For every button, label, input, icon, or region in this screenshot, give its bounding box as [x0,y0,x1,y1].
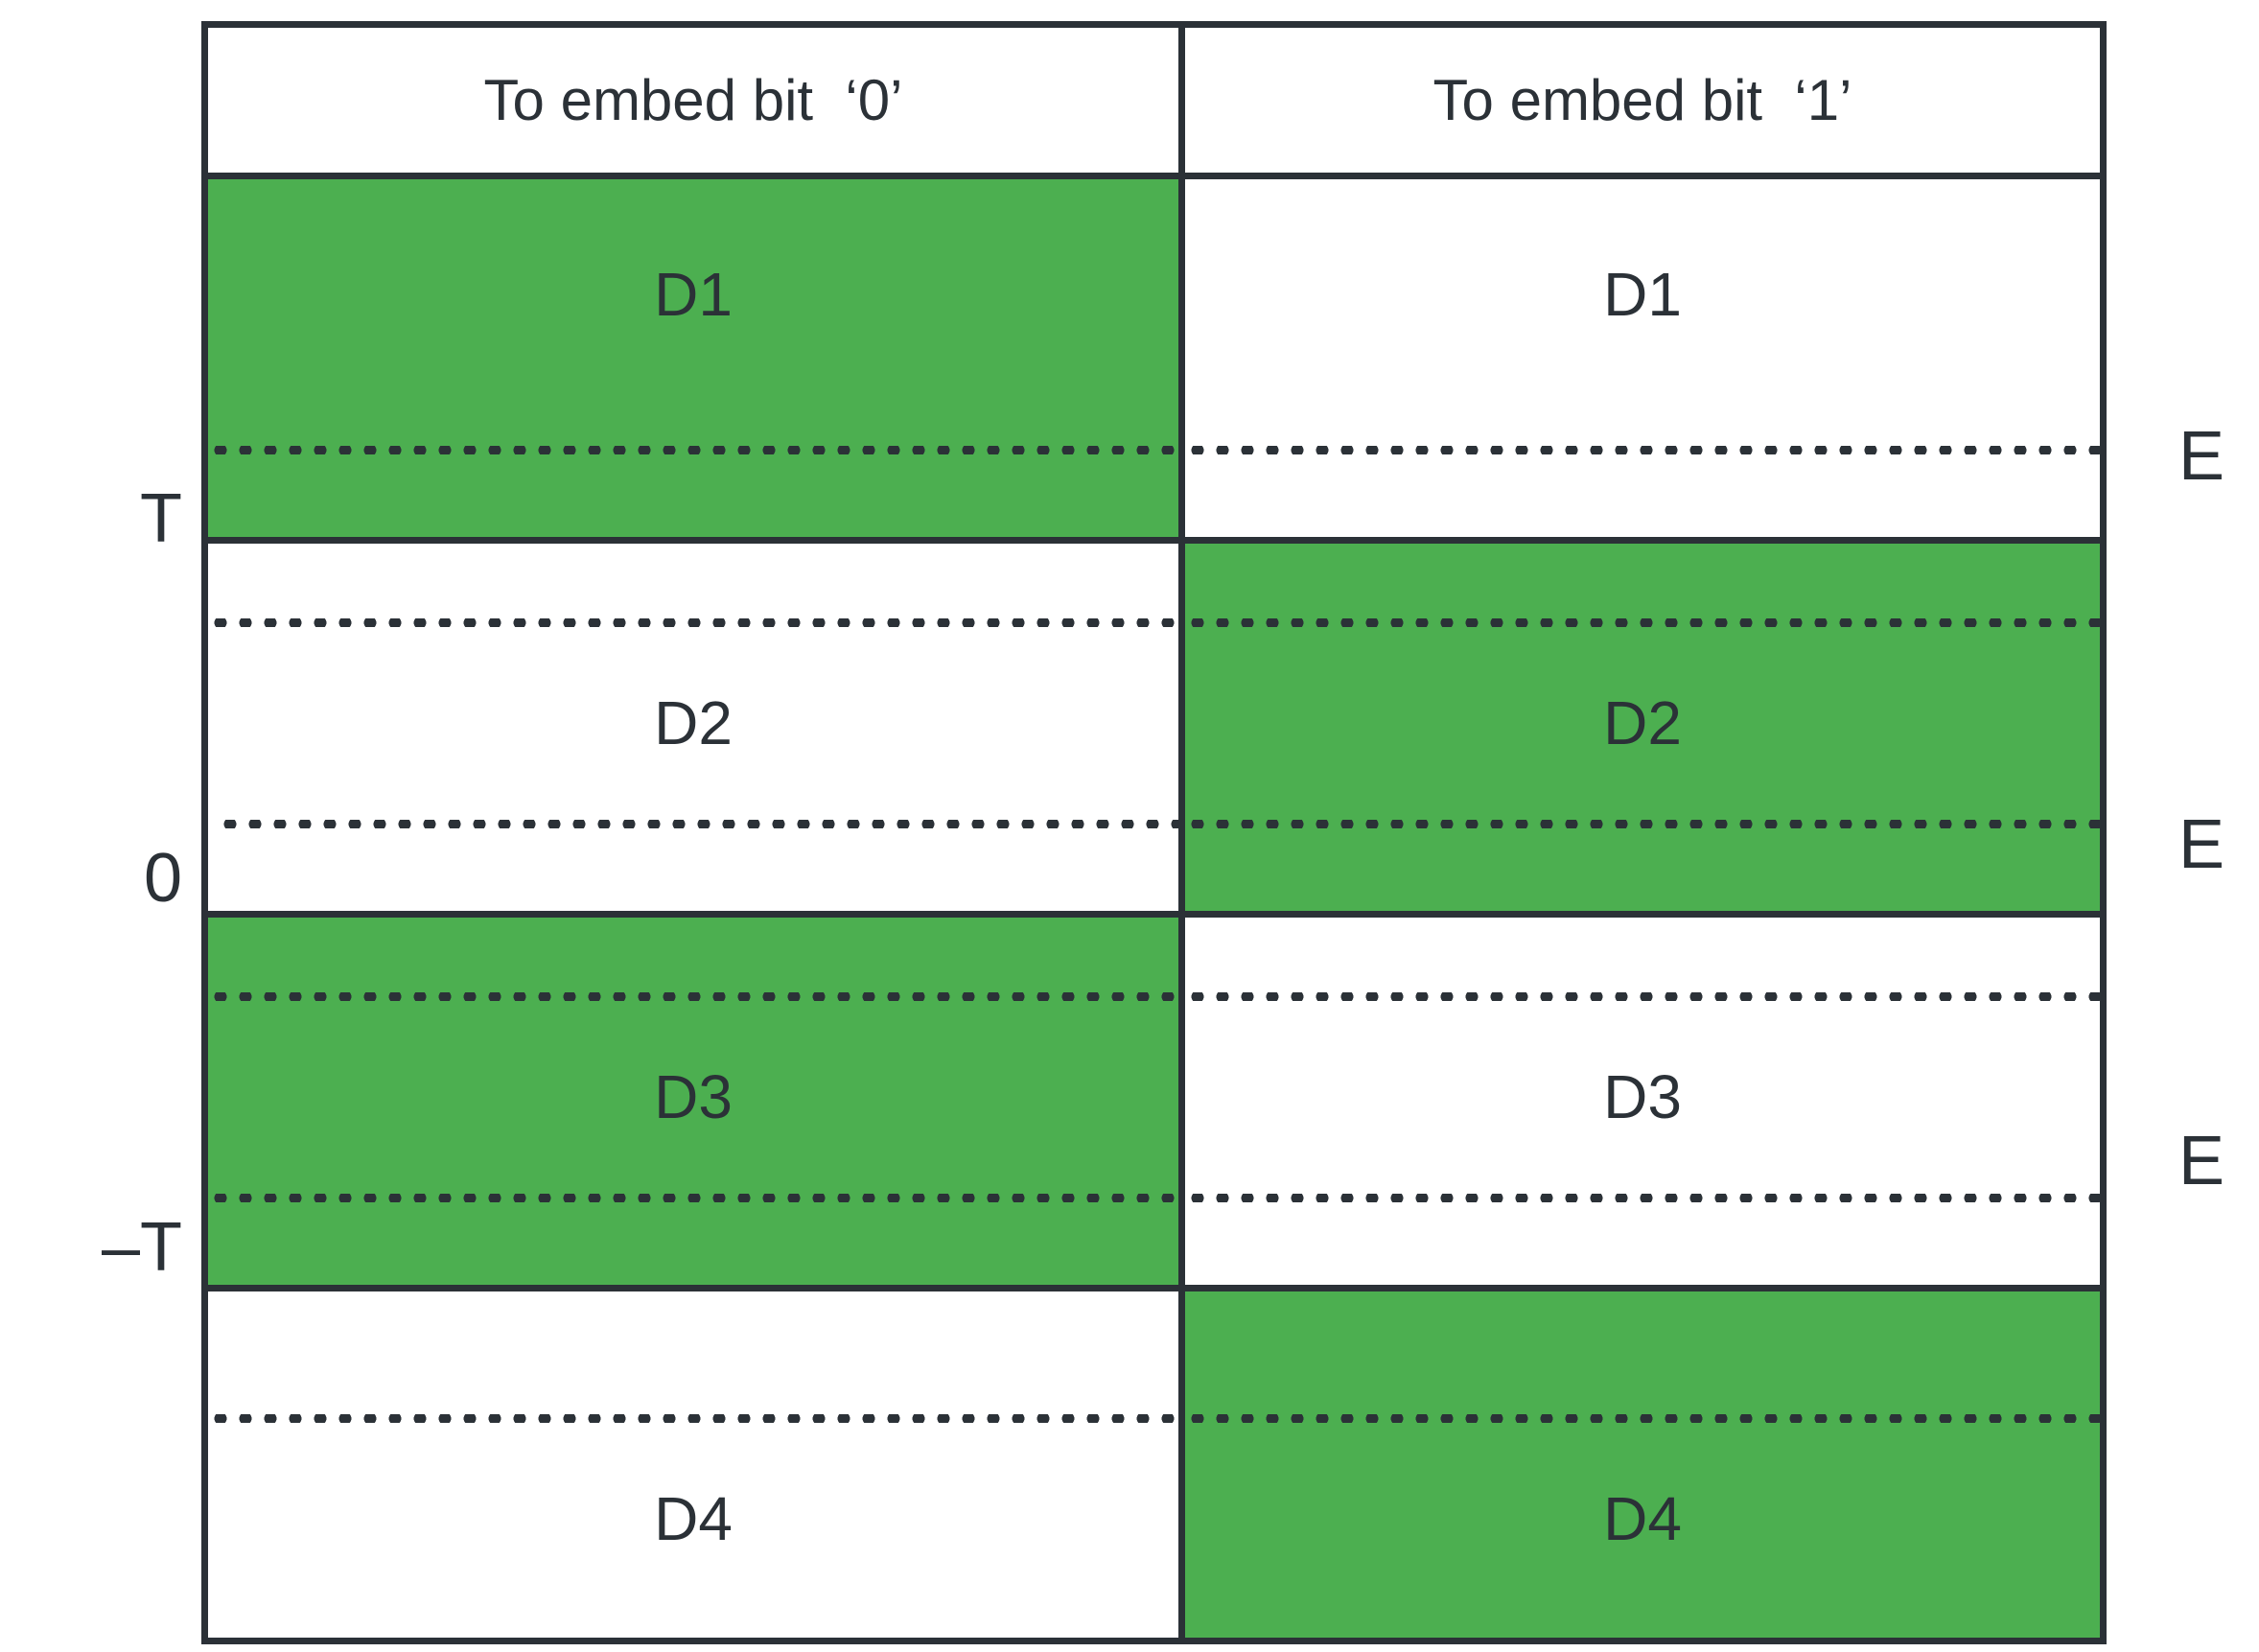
dotted-line-d2-embed1-1 [1185,618,2100,627]
cell-label-d3-embed0: D3 [654,1062,733,1131]
axis-label-E-1: E [2178,418,2225,495]
cell-label-d1-embed0: D1 [654,260,733,329]
dotted-line-d2-embed0-2 [218,820,1178,828]
embedding-interval-table: To embed bit ‘0’ To embed bit ‘1’ D1 D1 … [201,21,2107,1644]
dotted-line-d2-embed1-2 [1185,820,2100,828]
dotted-line-d4-embed1-1 [1185,1414,2100,1423]
dotted-line-d3-embed0-1 [208,992,1178,1001]
dotted-line-d2-embed0-1 [208,618,1178,627]
dotted-line-d3-embed0-2 [208,1194,1178,1202]
cell-d3-embed1[interactable]: D3 [1185,918,2100,1285]
axis-label-minus-T: –T [101,1209,182,1286]
header-embed-bit-1: To embed bit ‘1’ [1432,68,1852,132]
dotted-line-d1-embed1-1 [1185,446,2100,454]
cell-d1-embed0[interactable]: D1 [208,179,1178,537]
cell-d2-embed1[interactable]: D2 [1185,544,2100,911]
axis-label-E-2: E [2178,806,2225,883]
cell-d4-embed0[interactable]: D4 [208,1291,1178,1638]
axis-label-zero: 0 [143,840,182,917]
row-separator-d1-d2 [208,537,2100,544]
cell-label-d2-embed0: D2 [654,688,733,757]
cell-d1-embed1[interactable]: D1 [1185,179,2100,537]
cell-label-d1-embed1: D1 [1603,260,1682,329]
row-separator-header [208,173,2100,179]
row-separator-d2-d3 [208,911,2100,918]
header-embed-bit-0: To embed bit ‘0’ [483,68,903,132]
cell-d4-embed1[interactable]: D4 [1185,1291,2100,1638]
row-separator-d3-d4 [208,1285,2100,1291]
cell-label-d4-embed0: D4 [654,1484,733,1553]
axis-label-T: T [140,480,182,557]
cell-label-d3-embed1: D3 [1603,1062,1682,1131]
dotted-line-d4-embed0-1 [208,1414,1178,1423]
cell-label-d2-embed1: D2 [1603,688,1682,757]
axis-label-E-3: E [2178,1123,2225,1199]
dotted-line-d1-embed0-1 [208,446,1178,454]
column-divider [1178,28,1185,1638]
dotted-line-d3-embed1-1 [1185,992,2100,1001]
cell-label-d4-embed1: D4 [1603,1484,1682,1553]
cell-d3-embed0[interactable]: D3 [208,918,1178,1285]
cell-d2-embed0[interactable]: D2 [208,544,1178,911]
dotted-line-d3-embed1-2 [1185,1194,2100,1202]
